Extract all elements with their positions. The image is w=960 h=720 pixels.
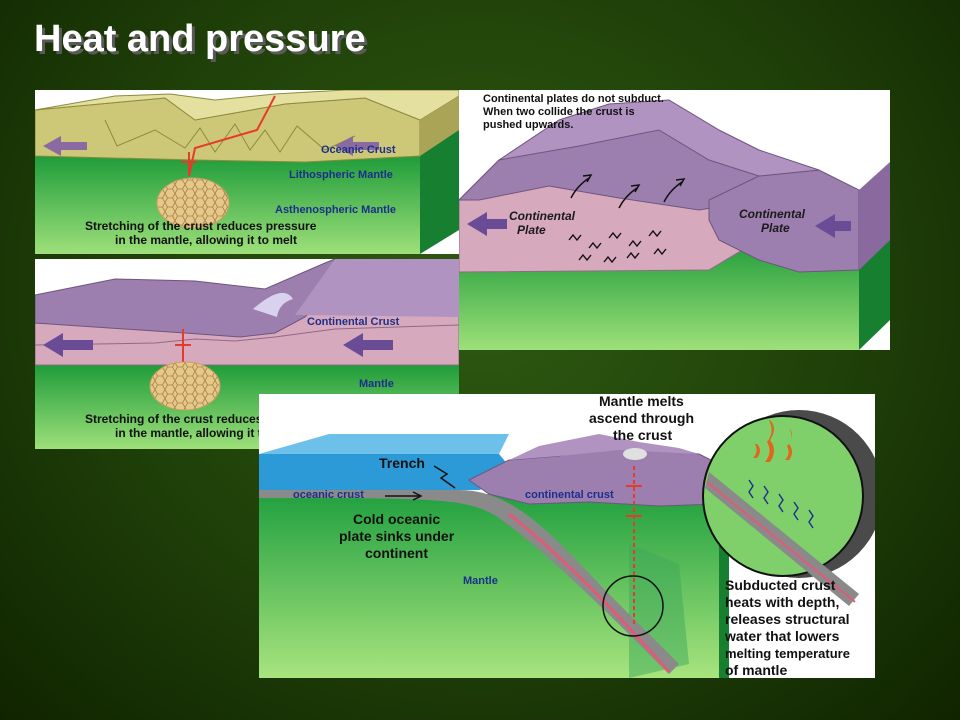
magnified-view — [702, 410, 875, 606]
lithospheric-mantle-layer — [35, 96, 459, 254]
subducted-crust-label-line5: melting temperature — [725, 646, 850, 661]
melt-squiggles — [568, 229, 667, 264]
mantle-melts-label-line3: the crust — [613, 427, 672, 443]
right-spreading-arrow-icon — [343, 333, 393, 357]
collision-note-line2: When two collide the crust is — [483, 106, 635, 118]
collision-note-line3: pushed upwards. — [483, 119, 573, 131]
continental-crust-label: Continental Crust — [307, 316, 400, 328]
left-plate-label-line2: Plate — [517, 223, 546, 237]
cold-plate-label-line1: Cold oceanic — [353, 511, 440, 527]
continental-crust-label: continental crust — [525, 489, 614, 501]
magma-rise-icon — [175, 329, 191, 365]
subducted-crust-label-line6: of mantle — [725, 662, 787, 678]
volcano-plume — [623, 448, 647, 460]
oceanic-rift-diagram: Oceanic Crust Lithospheric Mantle Asthen… — [35, 90, 459, 254]
right-plate-label-line2: Plate — [761, 221, 790, 235]
continental-collision-diagram: Continental plates do not subduct. When … — [459, 90, 890, 350]
subducted-crust-label-line1: Subducted crust — [725, 577, 836, 593]
subducted-crust-label-line4: water that lowers — [724, 628, 840, 644]
cold-plate-label-line3: continent — [365, 545, 428, 561]
ocean-layer — [259, 434, 519, 490]
left-spreading-arrow-icon — [43, 136, 87, 156]
trench-arrow-icon — [433, 465, 456, 489]
rift-caption-line1: Stretching of the crust reduces pressure — [85, 219, 317, 233]
melt-zone — [149, 361, 221, 411]
rift-caption-line2: in the mantle, allowing it to melt — [115, 426, 297, 440]
magma-rise-icon — [181, 152, 197, 176]
mantle-label: Mantle — [359, 378, 394, 390]
collision-note-line1: Continental plates do not subduct. — [483, 93, 664, 105]
subducted-crust-label-line2: heats with depth, — [725, 594, 839, 610]
rift-caption-line1: Stretching of the crust reduces pressure — [85, 412, 317, 426]
left-plate-label-line1: Continental — [509, 209, 576, 223]
melt-zone — [156, 177, 230, 229]
mantle-melts-label-line2: ascend through — [589, 410, 694, 426]
rift-caption-line2: in the mantle, allowing it to melt — [115, 233, 297, 247]
oceanic-crust-blocks — [35, 90, 459, 163]
mantle-melts-label-line1: Mantle melts — [599, 394, 684, 409]
subducted-crust-label-line3: releases structural — [725, 611, 850, 627]
right-push-arrow-icon — [815, 214, 851, 238]
right-spreading-arrow-icon — [335, 136, 379, 156]
continental-crust-layer — [35, 259, 459, 366]
right-continental-plate — [498, 99, 890, 273]
left-push-arrow-icon — [467, 212, 507, 236]
magnifier-small-circle — [602, 575, 664, 637]
lithospheric-mantle-label: Lithospheric Mantle — [289, 169, 393, 181]
sinking-plate-arrow-icon — [385, 491, 423, 501]
trench-label: Trench — [379, 455, 425, 471]
uplift-arrows — [570, 174, 686, 209]
subducting-oceanic-slab — [259, 490, 679, 674]
oceanic-crust-label: oceanic crust — [293, 489, 364, 501]
mantle-label: Mantle — [463, 575, 498, 587]
slide-title: Heat and pressure — [34, 18, 366, 60]
left-spreading-arrow-icon — [43, 333, 93, 357]
asthenospheric-mantle-label: Asthenospheric Mantle — [275, 204, 396, 216]
right-plate-label-line1: Continental — [739, 207, 806, 221]
cold-plate-label-line2: plate sinks under — [339, 528, 455, 544]
oceanic-crust-label: Oceanic Crust — [321, 144, 396, 156]
subduction-diagram: Trench oceanic crust continental crust M… — [259, 394, 875, 678]
